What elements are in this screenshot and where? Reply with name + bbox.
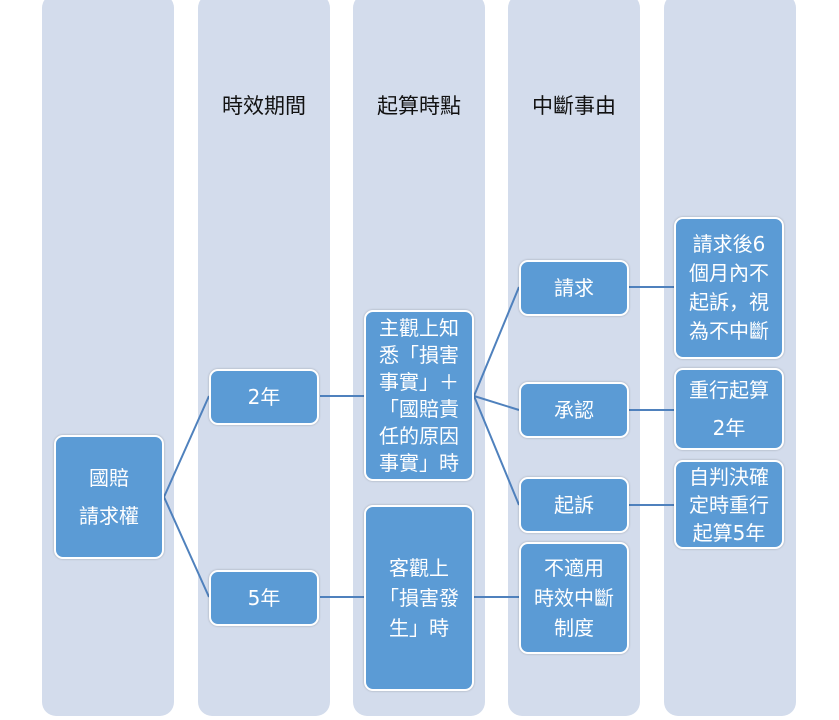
connector-subjective-acknowledge: [473, 395, 520, 411]
node-interruption-not-applicable: 不適用 時效中斷 制度: [519, 542, 629, 654]
node-start-subjective: 主觀上知 悉「損害 事實」＋ 「國賠責 任的原因 事實」時: [364, 310, 474, 481]
node-text: 重行起算: [689, 378, 769, 402]
node-text: 定時重行: [689, 492, 769, 517]
node-text: 承認: [554, 397, 594, 422]
node-period-5-years: 5年: [209, 570, 319, 626]
node-text: 事實」＋: [379, 369, 459, 394]
node-text: 個月內不: [689, 261, 769, 285]
node-text: 任的原因: [379, 423, 459, 448]
node-text: 2年: [247, 384, 281, 409]
node-interruption-claim: 請求: [519, 260, 629, 316]
node-text: 國賠: [89, 466, 129, 490]
node-text: 不適用: [544, 556, 604, 580]
header-interruption: 中斷事由: [532, 94, 616, 118]
node-text: 主觀上知: [379, 315, 459, 340]
node-text: 請求: [554, 275, 594, 300]
node-text: 請求後6: [692, 232, 766, 256]
node-effect-lawsuit: 自判決確 定時重行 起算5年: [674, 460, 784, 549]
node-text: 起算5年: [692, 520, 766, 545]
connector-root-5y: [163, 496, 210, 598]
node-text: 為不中斷: [689, 319, 769, 343]
header-period: 時效期間: [222, 94, 306, 118]
connector-root-2y: [163, 395, 210, 498]
column-claim: [42, 0, 174, 716]
node-effect-acknowledgment: 重行起算 2年: [674, 368, 784, 450]
node-text: 起訴，視: [689, 290, 769, 314]
node-text: 「損害發: [379, 586, 459, 610]
node-text: 事實」時: [379, 450, 459, 475]
node-text: 自判決確: [689, 464, 769, 489]
node-text: 5年: [247, 585, 281, 610]
node-text: 生」時: [389, 616, 449, 640]
node-period-2-years: 2年: [209, 369, 319, 425]
connector-subjective-claim: [473, 286, 520, 397]
node-state-compensation-claim: 國賠 請求權: [54, 435, 164, 559]
node-interruption-lawsuit: 起訴: [519, 477, 629, 533]
node-text: 2年: [712, 416, 746, 440]
node-interruption-acknowledgment: 承認: [519, 382, 629, 438]
node-text: 時效中斷: [534, 586, 614, 610]
node-text: 制度: [554, 616, 594, 640]
node-text: 起訴: [554, 492, 594, 517]
connector-subjective-suit: [473, 395, 520, 506]
header-start: 起算時點: [377, 94, 461, 118]
node-text: 客觀上: [389, 556, 449, 580]
node-text: 請求權: [79, 504, 139, 528]
node-text: 悉「損害: [379, 342, 459, 367]
node-text: 「國賠責: [379, 396, 459, 421]
node-start-objective: 客觀上 「損害發 生」時: [364, 505, 474, 691]
node-effect-claim: 請求後6 個月內不 起訴，視 為不中斷: [674, 217, 784, 359]
